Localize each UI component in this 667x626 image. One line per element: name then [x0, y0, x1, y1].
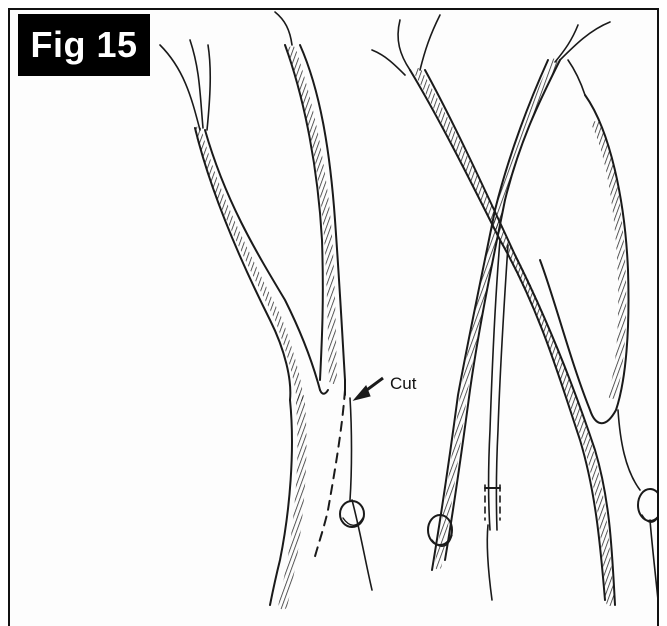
left-plant [160, 12, 372, 605]
bud-icon [340, 501, 364, 527]
stem-pruning-illustration [10, 10, 657, 626]
cut-annotation: Cut [390, 374, 416, 394]
arrow-left-icon [354, 378, 383, 400]
bud-icon [638, 489, 657, 521]
middle-plant [372, 15, 615, 605]
figure-label: Fig 15 [18, 14, 150, 76]
